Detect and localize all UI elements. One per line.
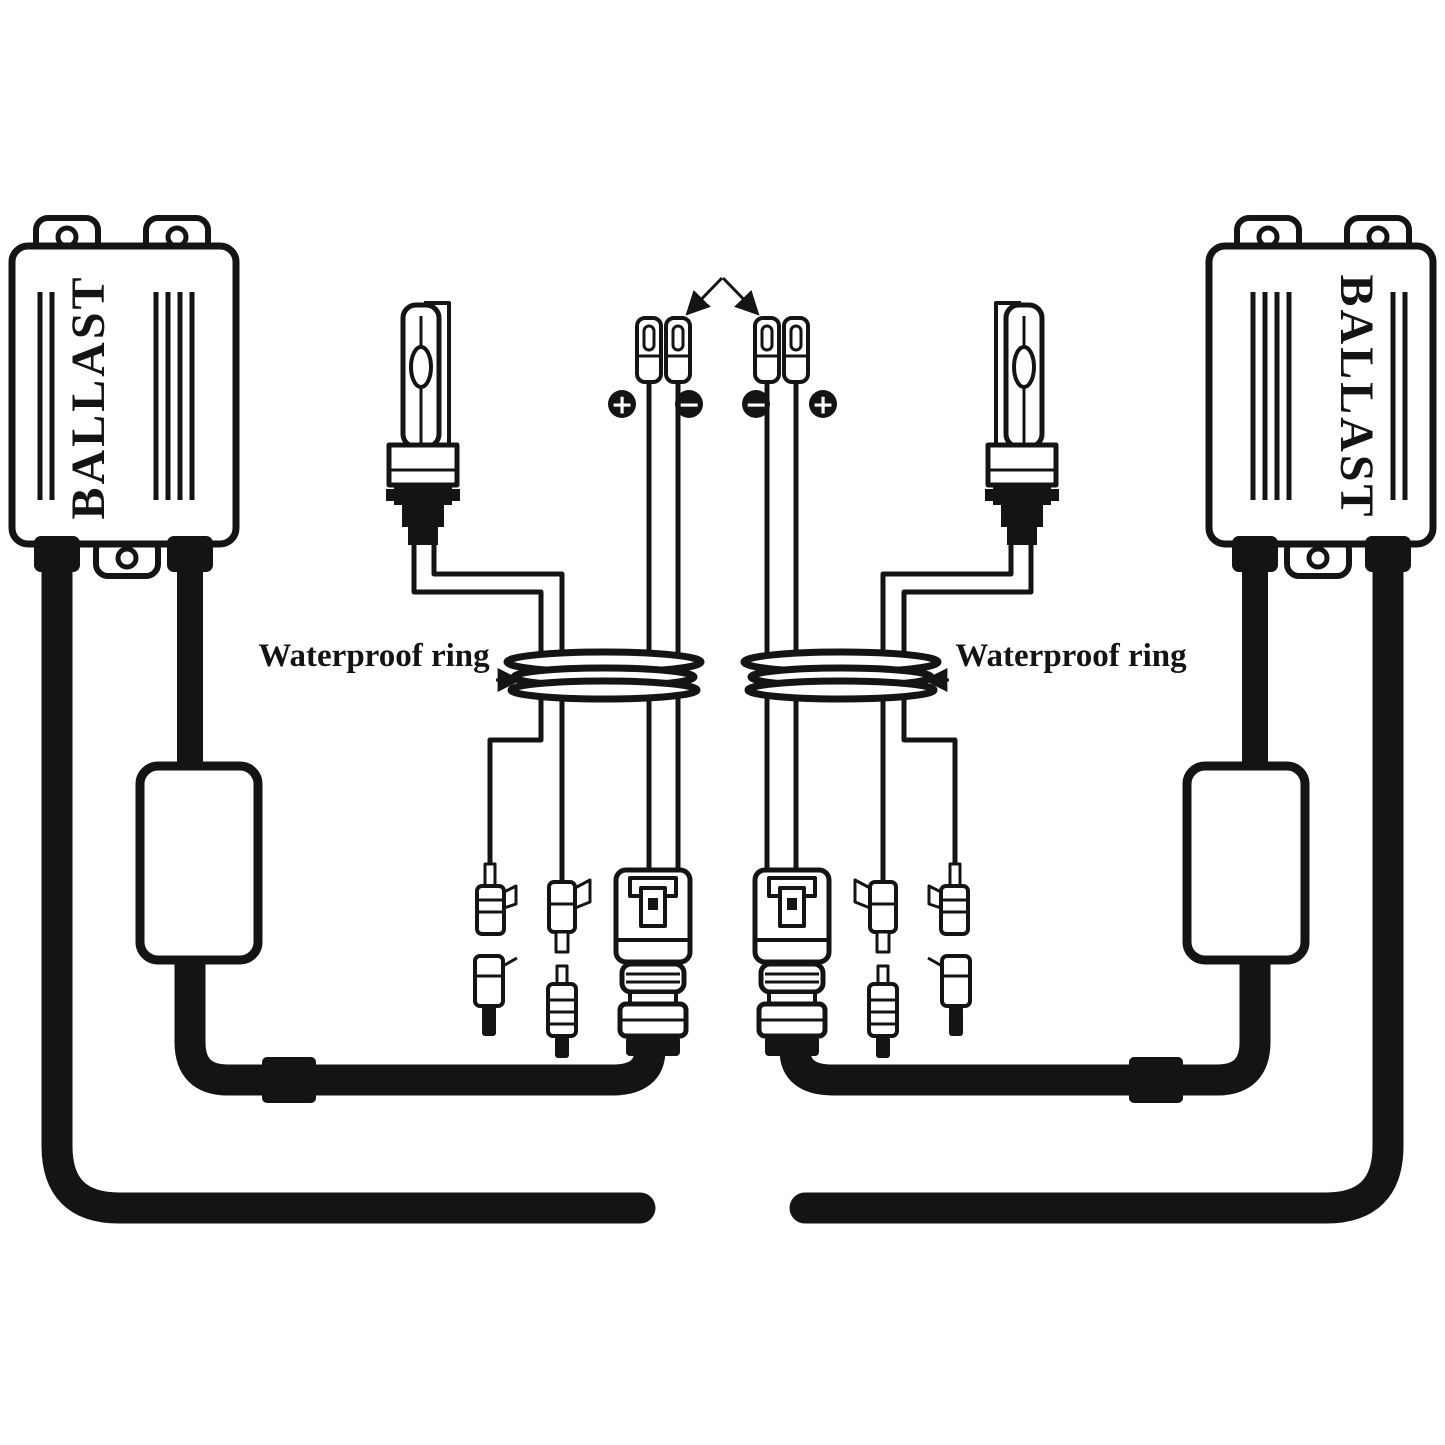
callout-arrow-right: [721, 276, 760, 316]
ballast-ridges-right: [153, 292, 195, 500]
cable-sleeve: [262, 1057, 316, 1103]
ballast-body: [8, 242, 240, 548]
ear-hole: [115, 546, 139, 570]
power-plug: [613, 867, 693, 965]
bullet-connector-pair-b: [546, 878, 592, 1058]
ballast-power-cable: [41, 542, 656, 1224]
ballast-ridges-left: [37, 292, 55, 500]
kit-half-diagram: [8, 215, 705, 1224]
hid-bulb: [386, 301, 460, 545]
ballast-label-left: BALLAST: [62, 274, 115, 519]
bullet-connector-pair-a: [473, 862, 518, 1036]
bulb-base: [386, 442, 460, 488]
polarity-badge: [675, 390, 703, 418]
bulb-arc-capsule: [409, 345, 433, 389]
wire-gland: [34, 536, 80, 572]
waterproof-ring-label-right: Waterproof ring: [955, 638, 1187, 674]
bulb-lead-wires: [411, 545, 565, 882]
connector-callout-arrows: [496, 276, 949, 692]
igniter-box: [135, 761, 263, 965]
polarity-badge: [608, 390, 636, 418]
polarity-plus-right: +: [812, 389, 835, 420]
kit-half-diagram-mirrored: [742, 218, 1433, 1208]
ballast-unit: [8, 215, 240, 579]
round-connector: [617, 961, 689, 1056]
polarity-plus-left: +: [611, 389, 634, 420]
ballast-to-igniter-cable: [174, 558, 666, 1103]
bulb-support-wire: [424, 301, 451, 447]
wire-gland: [167, 536, 213, 572]
waterproof-ring: [503, 648, 705, 703]
spade-terminals: [608, 316, 703, 418]
polarity-minus-right: −: [745, 389, 768, 420]
waterproof-ring-label-left: Waterproof ring: [258, 638, 490, 674]
callout-arrow-left: [685, 276, 724, 316]
harness-wires: [646, 382, 681, 870]
polarity-minus-left: −: [678, 389, 701, 420]
ballast-label-right: BALLAST: [1330, 274, 1383, 519]
